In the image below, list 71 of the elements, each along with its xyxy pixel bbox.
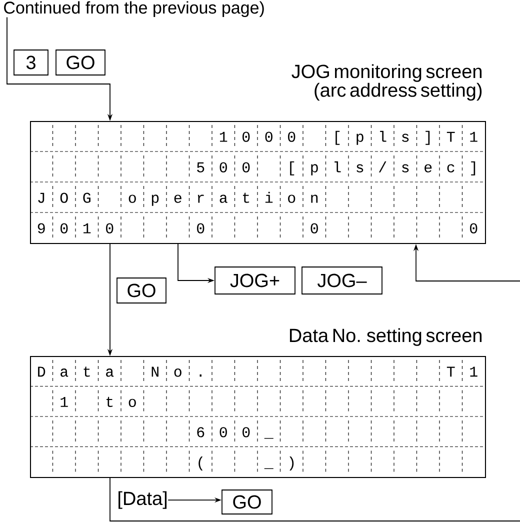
lcd-character: 0 <box>60 223 68 234</box>
lcd-character: t <box>243 192 250 203</box>
lcd-character: ) <box>290 456 294 470</box>
screen-title: JOG monitoring screen (arc address setting) <box>292 64 482 101</box>
lcd-character: 0 <box>197 223 204 234</box>
lcd-character: / <box>378 161 386 172</box>
lcd-character: 0 <box>220 162 227 172</box>
lcd-character: G <box>83 192 90 203</box>
lcd-character: . <box>200 374 202 377</box>
lcd-character: ( <box>198 456 203 470</box>
note-text: [Data] <box>118 491 167 509</box>
lcd-character: 1 <box>220 132 228 142</box>
lcd-character: 9 <box>38 223 45 234</box>
lcd-character: l <box>334 161 341 172</box>
lcd-character: 1 <box>83 223 91 234</box>
lcd-character: 0 <box>265 132 272 142</box>
lcd-character: e <box>174 194 182 203</box>
note-text: Continued from the previous page) <box>4 1 264 18</box>
lcd-character: 0 <box>310 223 318 234</box>
key-box: JOG– <box>302 266 382 294</box>
lcd-character: [ <box>290 161 294 176</box>
lcd-character: o <box>128 194 136 203</box>
lcd-character: 0 <box>106 223 114 234</box>
lcd-character: o <box>174 368 182 377</box>
lcd-character: D <box>38 366 46 377</box>
lcd-character: a <box>220 194 228 203</box>
lcd-character: T <box>446 132 455 142</box>
screen-title: Data No. setting screen <box>290 328 482 346</box>
lcd-character: o <box>128 398 136 408</box>
lcd-character: p <box>356 134 364 145</box>
lcd-character: n <box>311 194 318 203</box>
lcd-character: o <box>288 194 296 203</box>
lcd-character: r <box>198 194 204 203</box>
lcd-character: t <box>106 396 113 407</box>
lcd-character: [ <box>336 130 340 145</box>
lcd-character: 1 <box>60 397 68 407</box>
lcd-character: i <box>265 192 273 203</box>
lcd-character: 0 <box>242 162 250 172</box>
lcd-character: e <box>424 164 432 172</box>
key-box: JOG+ <box>214 266 296 294</box>
lcd-character: 0 <box>242 132 250 142</box>
lcd-character: 0 <box>220 427 227 438</box>
lcd-character: a <box>60 368 68 377</box>
lcd-character: p <box>311 164 318 176</box>
lcd-character: s <box>356 164 364 172</box>
key-box: 3 <box>14 50 48 76</box>
lcd-character: 1 <box>470 366 478 377</box>
lcd-character: a <box>106 368 114 377</box>
lcd-character: 1 <box>470 132 478 142</box>
key-box: GO <box>56 50 106 76</box>
lcd-character: s <box>402 164 409 172</box>
lcd-character: 0 <box>470 223 478 234</box>
lcd-character: ] <box>426 130 430 145</box>
lcd-character: 0 <box>288 132 296 142</box>
lcd-character: t <box>84 366 90 377</box>
lcd-character: 5 <box>197 162 204 172</box>
lcd-character: _ <box>264 468 274 469</box>
lcd-character: O <box>60 192 68 203</box>
lcd-character: T <box>446 366 455 377</box>
lcd-character: N <box>152 366 158 377</box>
key-box: GO <box>116 278 166 304</box>
lcd-character: s <box>402 134 409 142</box>
key-box: GO <box>222 490 272 514</box>
lcd-character: l <box>380 130 386 142</box>
lcd-character: J <box>38 192 44 203</box>
lcd-character: c <box>447 164 454 172</box>
lcd-character: 0 <box>242 427 250 438</box>
lcd-character: ] <box>471 161 476 176</box>
lcd-character: 6 <box>197 427 204 438</box>
lcd-character: _ <box>264 438 274 439</box>
lcd-character: p <box>152 194 159 206</box>
